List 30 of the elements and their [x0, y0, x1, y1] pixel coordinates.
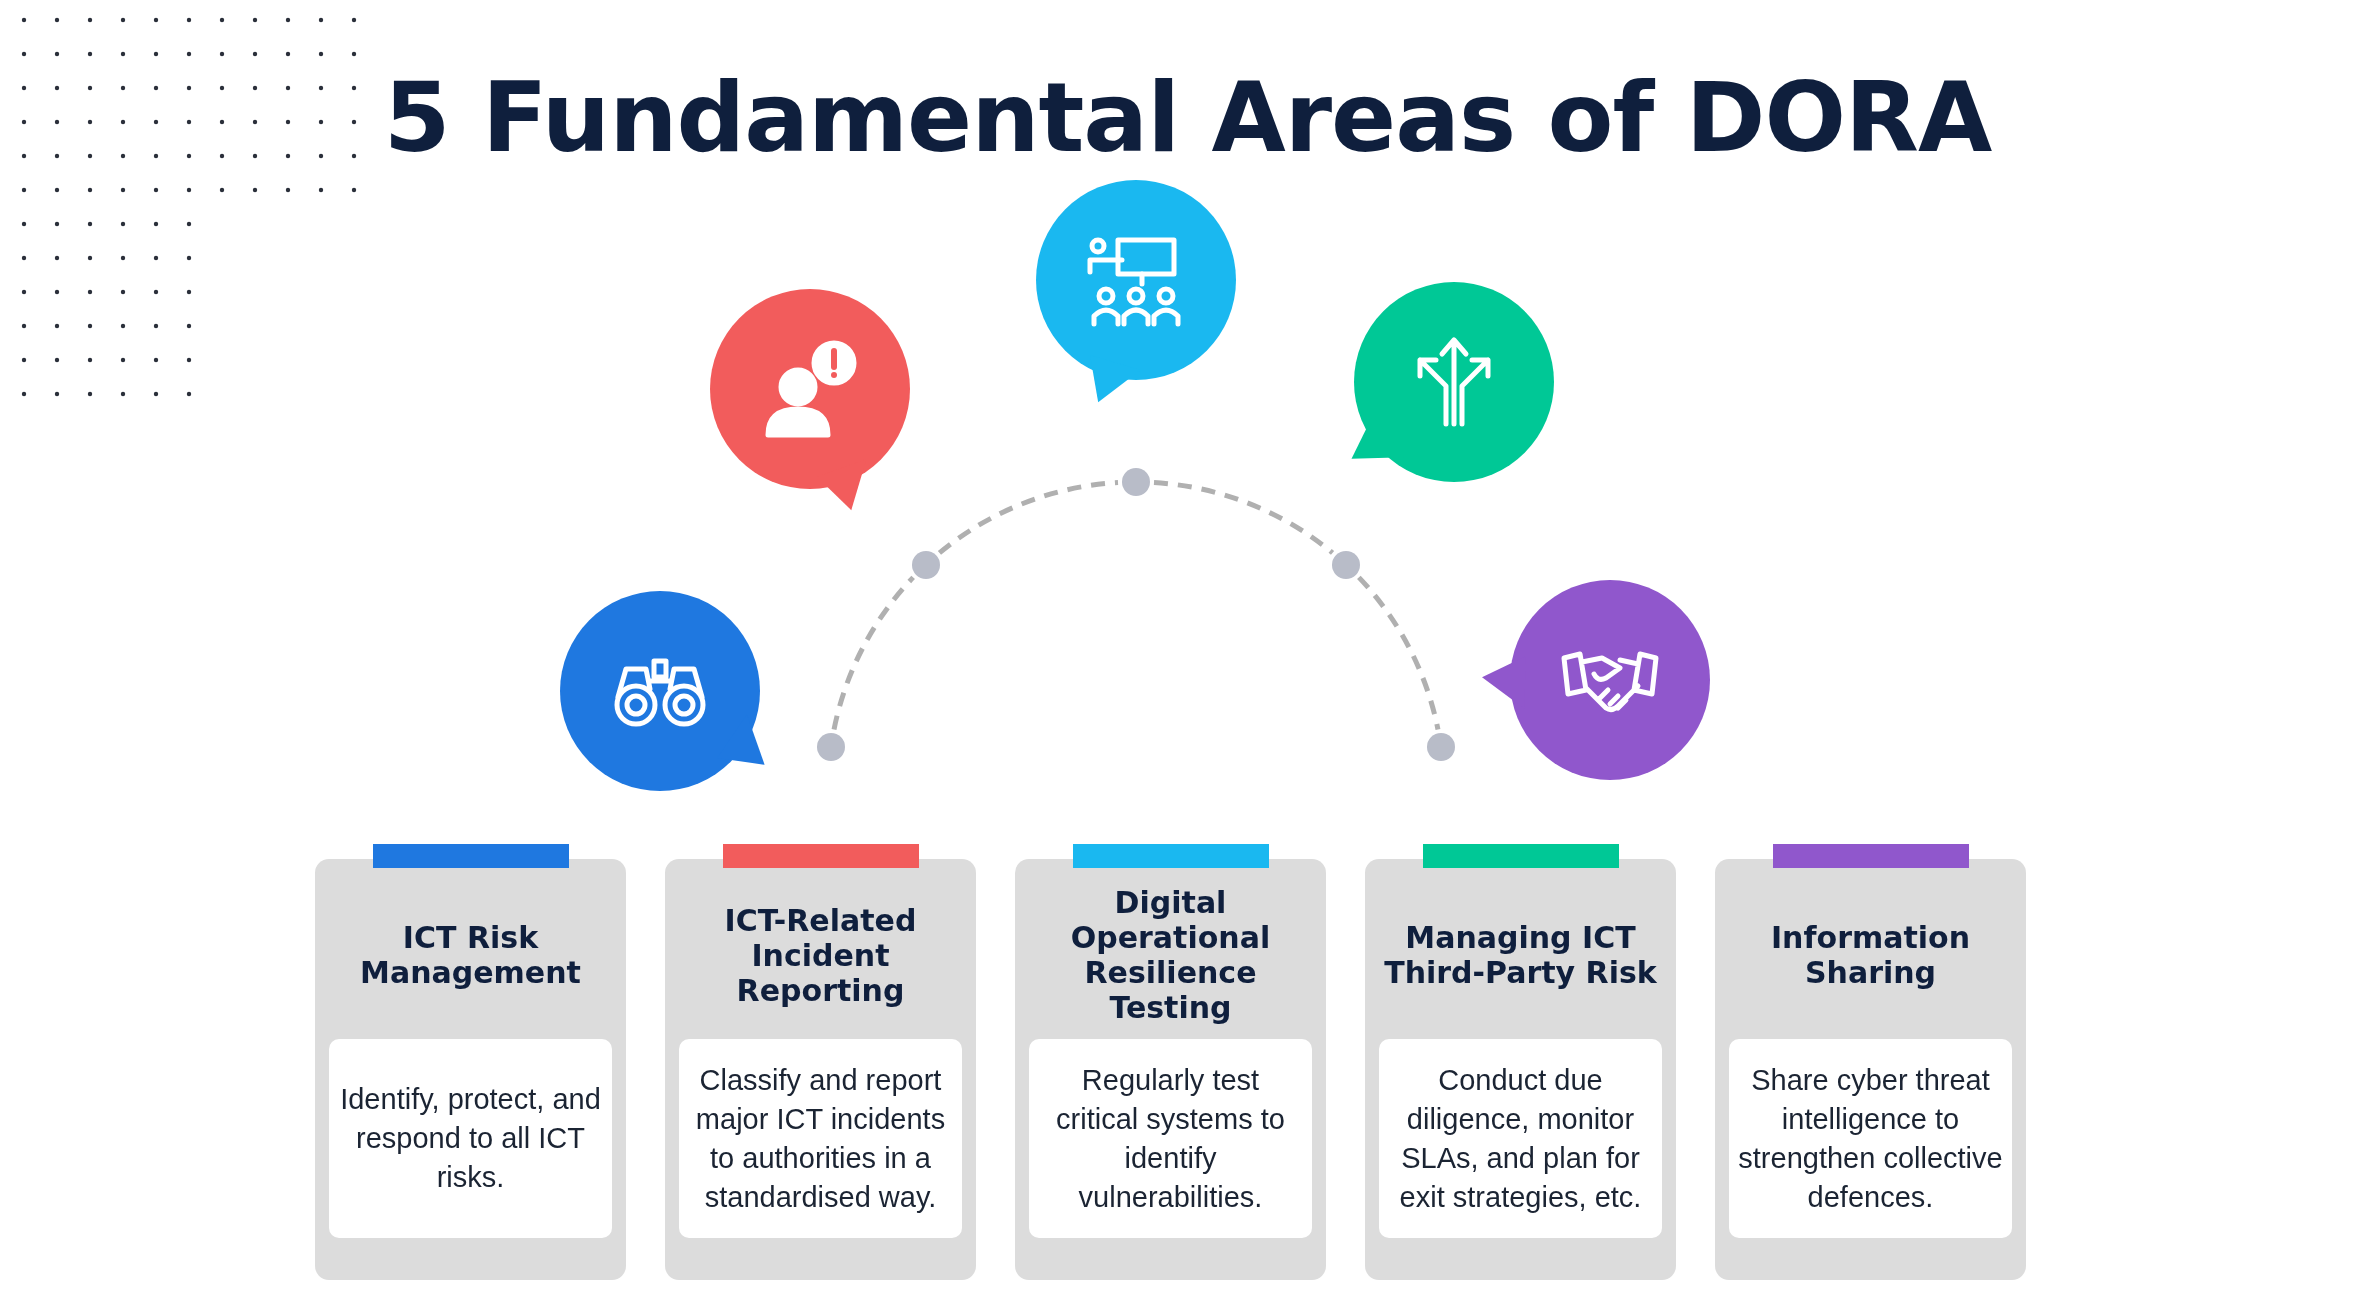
dashed-arc-connector — [1153, 480, 1334, 555]
description-box: Classify and report major ICT incidents to authorities in a standardised way. — [679, 1039, 962, 1238]
connector-dot — [911, 550, 940, 579]
card-title: ICT-Related Incident Reporting — [723, 902, 918, 1008]
color-tab — [1073, 844, 1269, 868]
info-card — [1015, 844, 1326, 1280]
color-tab — [1423, 844, 1619, 868]
connector-dot — [1427, 733, 1455, 762]
color-tab — [1773, 844, 1969, 868]
dashed-arc-connector — [1356, 575, 1441, 731]
card-title: Digital Operational Resilience Testing — [1069, 885, 1272, 1025]
info-card — [315, 844, 626, 1280]
connector-dot — [1332, 550, 1361, 579]
description-box: Identify, protect, and respond to all ICT risks. — [329, 1039, 612, 1238]
dashed-arc-connector — [938, 480, 1119, 555]
color-tab — [723, 844, 919, 868]
color-tab — [373, 844, 569, 868]
connector-dot — [817, 733, 845, 762]
card-title: Managing ICT Third-Party Risk — [1383, 920, 1658, 990]
card-title: ICT Risk Management — [359, 920, 582, 990]
info-card — [1715, 844, 2026, 1280]
description-box: Share cyber threat intelligence to strengthen collective defences. — [1729, 1039, 2012, 1238]
card-title: Information Sharing — [1769, 920, 1972, 990]
dashed-arc-connector — [831, 575, 916, 731]
info-card — [665, 844, 976, 1280]
description-box: Conduct due diligence, monitor SLAs, and plan for exit strategies, etc. — [1379, 1039, 1662, 1238]
connector-dot — [1122, 468, 1150, 496]
info-card — [1365, 844, 1676, 1280]
description-box: Regularly test critical systems to identify vulnerabilities. — [1029, 1039, 1312, 1238]
title: 5 Fundamental Areas of DORA — [382, 62, 1993, 174]
